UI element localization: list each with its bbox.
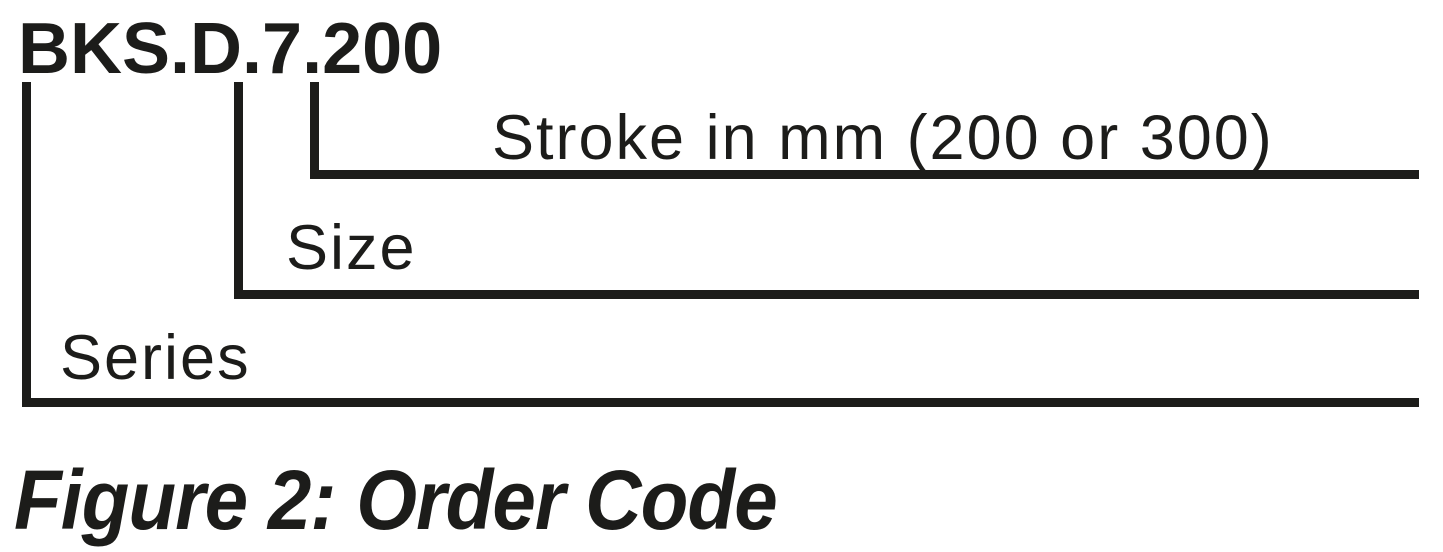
size-connector-line xyxy=(234,82,1419,299)
stroke-connector-line xyxy=(310,82,1419,179)
series-connector-line xyxy=(22,82,1419,407)
size-label: Size xyxy=(286,213,417,283)
stroke-label: Stroke in mm (200 or 300) xyxy=(492,103,1274,173)
figure-caption: Figure 2: Order Code xyxy=(14,453,778,547)
series-label: Series xyxy=(60,323,251,393)
order-code-text: BKS.D.7.200 xyxy=(18,9,443,89)
